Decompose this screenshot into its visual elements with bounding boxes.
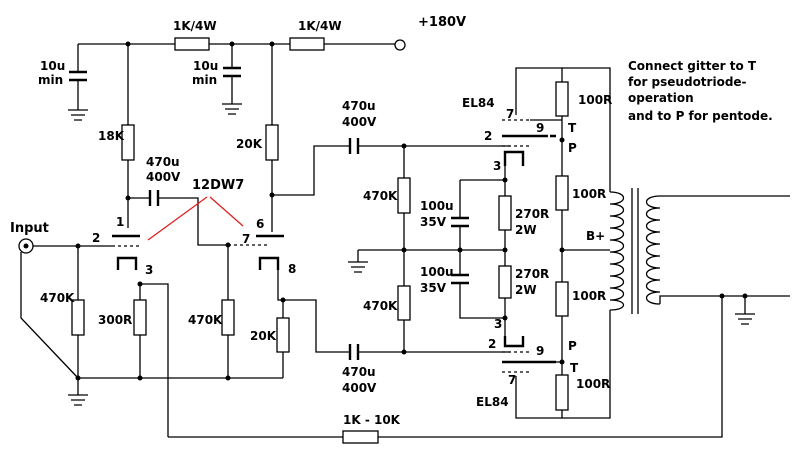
top-p-label: P	[568, 141, 577, 155]
output-grid-resistor-bottom-label: 470K	[363, 299, 398, 313]
triode2-plate-pin: 6	[256, 217, 264, 231]
ground-rail	[68, 375, 283, 406]
el84-bottom-label: EL84	[476, 395, 509, 409]
supply-resistor-1-label: 1K/4W	[173, 19, 217, 33]
output-plate-resistors	[515, 67, 611, 419]
el84-top	[502, 119, 562, 166]
el84-bottom-pin9: 9	[536, 344, 544, 358]
el84-top-pin3: 3	[493, 159, 501, 173]
plate-res-top-t-label: 100R	[578, 93, 612, 107]
stage2-cathode-resistor	[276, 270, 350, 378]
bplus-label: B+	[586, 229, 605, 243]
bottom-t-label: T	[570, 361, 579, 375]
triode1-grid-pin: 2	[92, 231, 100, 245]
output-grid-resistors	[348, 146, 411, 352]
el84-top-pin2: 2	[484, 129, 492, 143]
el84-top-label: EL84	[462, 96, 495, 110]
stage1-coupling-capacitor-value: 470u	[146, 155, 180, 169]
supply-rail	[78, 37, 406, 51]
output-cap-bottom-value: 470u	[342, 365, 376, 379]
cath-res-top-watt: 2W	[515, 223, 537, 237]
stage1-plate-resistor-label: 18K	[98, 129, 125, 143]
plate-res-top-p-label: 100R	[572, 187, 606, 201]
el84-bottom-pin2: 2	[488, 337, 496, 351]
supply-resistor-2	[289, 37, 325, 51]
supply-capacitor-1	[68, 44, 88, 121]
output-cap-top-value: 470u	[342, 99, 376, 113]
output-cap-bottom-voltage: 400V	[342, 381, 377, 395]
triode2-cathode-pin: 8	[288, 262, 296, 276]
cath-cap-top-voltage: 35V	[420, 215, 447, 229]
input-label: Input	[10, 221, 49, 236]
stage2-grid-resistor	[221, 242, 235, 378]
supply-terminal	[394, 39, 406, 51]
stage2-plate-resistor-label: 20K	[236, 137, 263, 151]
plate-res-bottom-p-label: 100R	[572, 289, 606, 303]
supply-capacitor-2-min: min	[192, 73, 217, 87]
cath-cap-top-value: 100u	[420, 199, 454, 213]
supply-capacitor-2	[222, 44, 242, 115]
triode1-cathode-resistor-label: 300R	[98, 313, 132, 327]
note-line-3: operation	[628, 91, 694, 105]
triode1-cathode-pin: 3	[145, 263, 153, 277]
cath-res-bottom-watt: 2W	[515, 283, 537, 297]
stage1-coupling-capacitor-voltage: 400V	[146, 170, 181, 184]
output-cap-top-voltage: 400V	[342, 115, 377, 129]
cath-cap-bottom-voltage: 35V	[420, 281, 447, 295]
output-cathode-network	[404, 166, 512, 336]
triode2	[228, 234, 284, 270]
cath-res-bottom-value: 270R	[515, 267, 549, 281]
cath-cap-bottom-value: 100u	[420, 265, 454, 279]
el84-top-pin7: 7	[506, 107, 514, 121]
triode1	[33, 234, 140, 270]
supply-capacitor-1-value: 10u	[40, 59, 65, 73]
supply-resistor-2-label: 1K/4W	[298, 19, 342, 33]
supply-capacitor-2-value: 10u	[193, 59, 218, 73]
el84-top-pin9: 9	[536, 121, 544, 135]
stage2-grid-resistor-label: 470K	[188, 313, 223, 327]
note-line-1: Connect gitter to T	[628, 59, 757, 73]
top-t-label: T	[568, 121, 577, 135]
stage2-plate-resistor	[265, 44, 350, 232]
tube-12dw7-label: 12DW7	[192, 178, 244, 193]
input-grid-resistor-label: 470K	[40, 291, 75, 305]
input-grid-resistor	[20, 246, 85, 379]
note-line-2: for pseudotriode-	[628, 75, 747, 89]
note-line-4: and to P for pentode.	[628, 109, 773, 123]
tube-pointer-lines	[147, 196, 244, 241]
triode2-grid-pin: 7	[242, 232, 250, 246]
stage1-coupling-capacitor	[128, 190, 228, 246]
bottom-p-label: P	[568, 339, 577, 353]
supply-voltage-label: +180V	[418, 15, 466, 30]
stage2-cathode-resistor-label: 20K	[250, 329, 277, 343]
feedback-resistor-label: 1K - 10K	[343, 413, 401, 427]
output-grid-resistor-top-label: 470K	[363, 189, 398, 203]
triode1-plate-pin: 1	[116, 215, 124, 229]
el84-bottom-pin3: 3	[494, 317, 502, 331]
output-coupling-capacitor-bottom	[348, 344, 510, 360]
el84-bottom	[502, 336, 562, 373]
triode1-cathode-resistor	[133, 281, 169, 437]
cath-res-top-value: 270R	[515, 207, 549, 221]
plate-res-bottom-t-label: 100R	[576, 377, 610, 391]
feedback-resistor	[168, 293, 725, 444]
supply-capacitor-1-min: min	[38, 73, 63, 87]
supply-resistor-1	[174, 37, 210, 51]
el84-bottom-pin7: 7	[508, 373, 516, 387]
output-transformer	[609, 188, 790, 325]
